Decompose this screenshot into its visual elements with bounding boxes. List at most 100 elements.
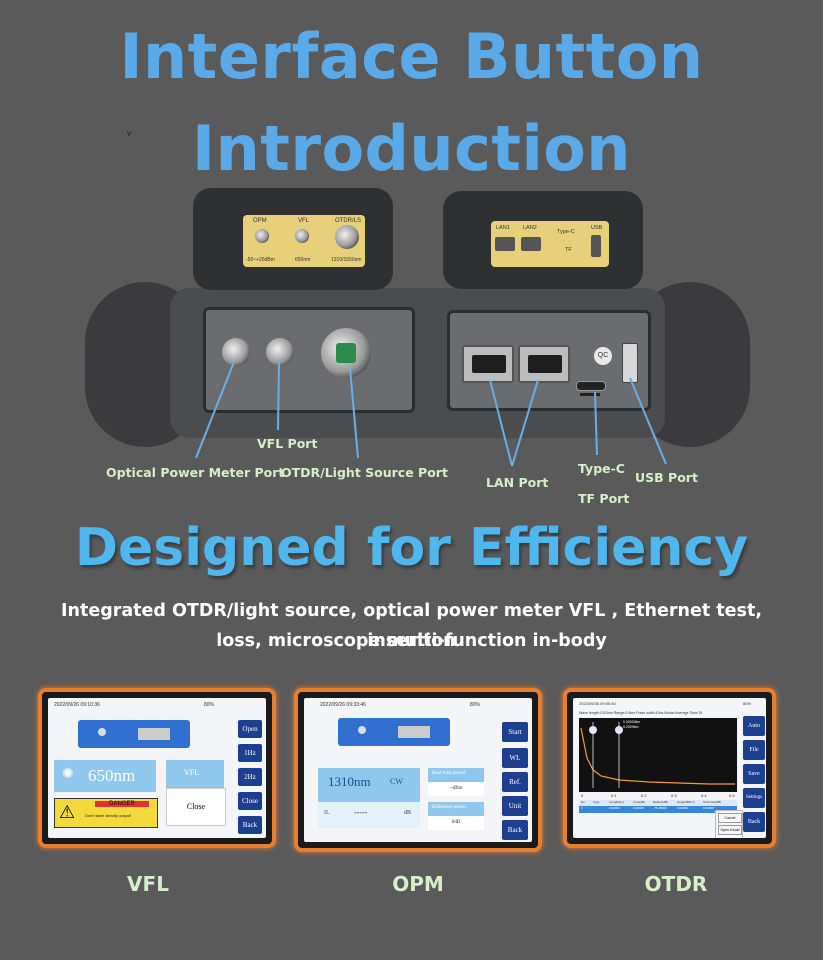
sticker-label-typec: Type-C: [557, 229, 575, 235]
opm-reading: -----: [354, 808, 368, 817]
opm-mode: CW: [390, 777, 403, 786]
sticker-vfl-circle: [295, 229, 309, 243]
opm-reference-label: Reference power: [432, 805, 467, 810]
otdr-info: Wave length:1310nm Range:0.5km Pulse wid…: [579, 711, 703, 715]
otdr-timestamp: 2022/09/26 09:05:40: [579, 701, 616, 706]
leader-usb: [629, 377, 667, 465]
otdr-save-button[interactable]: Save: [743, 764, 765, 784]
table-row[interactable]: 0 0.00000 0.00000 -75.28000 0.00000 0.00…: [579, 806, 737, 813]
label-lan-port: LAN Port: [486, 475, 549, 490]
vfl-screen-frame: 2022/09/26 09:10:36 80% ✺ 650nm VFL Clos…: [38, 688, 276, 848]
sticker-spec-otdr: 1310/1550nm: [331, 257, 362, 263]
vfl-open-button[interactable]: Open: [238, 720, 262, 738]
label-opm-port: Optical Power Meter Port: [106, 465, 285, 480]
subtitle-line-1: Integrated OTDR/light source, optical po…: [61, 601, 762, 651]
right-port-sticker: LAN1 LAN2 Type-C USB TF: [491, 221, 609, 267]
lan2-port: [518, 345, 570, 383]
vfl-close-state[interactable]: Close: [166, 788, 226, 826]
sticker-label-otdr: OTDR/LS: [335, 218, 362, 224]
lan1-port: [462, 345, 514, 383]
otdr-file-button[interactable]: File: [743, 740, 765, 760]
vfl-back-button[interactable]: Back: [238, 816, 262, 834]
otdr-cell-slope: 0.00000: [677, 806, 688, 810]
leader-vfl: [277, 361, 280, 431]
otdr-settings-button[interactable]: Settings: [743, 788, 765, 808]
otdr-back-button[interactable]: Back: [743, 812, 765, 832]
opm-screen-frame: 2022/09/26 09:33:46 80% 1310nm CW IL ---…: [294, 688, 542, 852]
vfl-icon-port: [98, 728, 106, 736]
sticker-label-vfl: VFL: [298, 218, 310, 224]
opm-ref-button[interactable]: Ref.: [502, 772, 528, 792]
vfl-port-connector: [266, 338, 294, 366]
opm-wl-button[interactable]: WL: [502, 748, 528, 768]
vfl-icon-lan: [138, 728, 170, 740]
opm-realtime-label: Real-time power: [432, 771, 466, 776]
sticker-spec-vfl: 650nm: [295, 257, 311, 263]
otdr-battery: 80%: [743, 701, 752, 706]
otdr-port-adapter: [336, 343, 356, 363]
leader-lan-2: [511, 379, 539, 467]
sticker-label-lan1: LAN1: [496, 225, 510, 231]
vfl-close-button[interactable]: Close: [238, 792, 262, 810]
opm-back-button[interactable]: Back: [502, 820, 528, 840]
otdr-cell-no: 0: [581, 806, 583, 810]
title-line-2: Introduction: [192, 112, 631, 185]
headline: Designed for Efficiency: [74, 518, 749, 578]
otdr-cursor-b-handle: [615, 726, 623, 734]
vfl-danger-title: DANGER: [95, 801, 149, 807]
laser-icon: ✺: [62, 767, 74, 782]
title-line-1: Interface Button: [119, 20, 704, 93]
sticker-lan1-shape: [495, 237, 515, 251]
subtitle-line-2: loss, microscope multi-function in-body: [216, 631, 607, 651]
device-illustration: OPM VFL OTDR/LS -50~+26dBm 650nm 1310/15…: [85, 185, 750, 475]
opm-reading-strip: [318, 802, 420, 828]
otdr-col-type: Type: [593, 800, 600, 804]
leader-lan-1: [489, 379, 513, 467]
sticker-label-lan2: LAN2: [523, 225, 537, 231]
caption-opm: OPM: [392, 872, 444, 896]
vfl-danger-label: ⚠ DANGER Don't stare directly output!: [54, 798, 158, 828]
label-typec: Type-C: [578, 461, 625, 476]
opm-start-button[interactable]: Start: [502, 722, 528, 742]
otdr-col-reflect: Reflect(dB): [653, 800, 669, 804]
otdr-open-auto-button[interactable]: Open it Auto: [718, 825, 742, 835]
opm-reading-box: 1310nm CW IL ----- dB: [318, 768, 420, 828]
otdr-port-connector: [321, 328, 371, 378]
otdr-screen-frame: 2022/09/26 09:05:40 80% Wave length:1310…: [563, 688, 776, 848]
otdr-trace-line: [580, 727, 735, 785]
vfl-2hz-button[interactable]: 2Hz: [238, 768, 262, 786]
otdr-trace-area: 0.00000km 5.2009km: [579, 718, 737, 792]
otdr-x-tick: 0.4: [701, 793, 707, 798]
vfl-danger-text: Don't stare directly output!: [85, 813, 132, 818]
otdr-col-total: Total loss(dB): [703, 800, 722, 804]
data-port-bay: QC: [447, 310, 651, 411]
opm-icon-lan: [398, 726, 430, 738]
otdr-x-tick: 0.5: [729, 793, 735, 798]
otdr-cursor-a-handle: [589, 726, 597, 734]
otdr-cell-loss: 0.00000: [633, 806, 644, 810]
warning-icon: ⚠: [59, 802, 76, 822]
vfl-lcd: 2022/09/26 09:10:36 80% ✺ 650nm VFL Clos…: [48, 698, 266, 838]
otdr-cell-total: 0.00000: [703, 806, 714, 810]
vfl-mode-box: VFL: [166, 760, 224, 788]
left-dust-cap: OPM VFL OTDR/LS -50~+26dBm 650nm 1310/15…: [193, 188, 393, 290]
opm-unit-button[interactable]: Unit: [502, 796, 528, 816]
opm-reference-box: Reference power 0dB: [428, 802, 484, 830]
otdr-lcd: 2022/09/26 09:05:40 80% Wave length:1310…: [573, 698, 766, 838]
otdr-cell-reflect: -75.28000: [653, 806, 667, 810]
vfl-battery: 80%: [204, 702, 215, 708]
otdr-col-length: Length(km): [609, 800, 625, 804]
otdr-x-tick: 0.3: [671, 793, 677, 798]
vfl-device-icon: [78, 720, 190, 748]
otdr-auto-button[interactable]: Auto: [743, 716, 765, 736]
otdr-marker-b: 5.2009km: [623, 725, 639, 729]
vfl-1hz-button[interactable]: 1Hz: [238, 744, 262, 762]
leader-opm: [195, 361, 235, 459]
typec-port: [576, 381, 606, 391]
label-vfl-port: VFL Port: [257, 436, 318, 451]
sticker-label-usb: USB: [591, 225, 603, 231]
sticker-opm-circle: [255, 229, 269, 243]
otdr-cancel-button[interactable]: Cancel: [718, 813, 742, 823]
caption-vfl: VFL: [127, 872, 169, 896]
